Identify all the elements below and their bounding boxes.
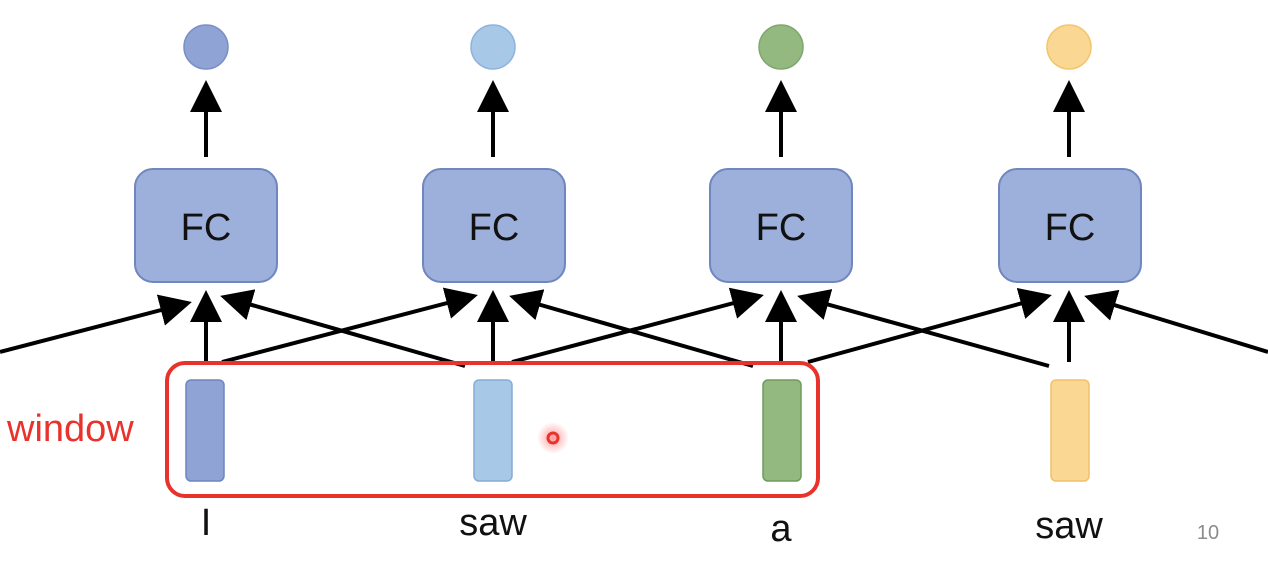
arrow-left-fc1 (0, 294, 192, 354)
arrow-token2-fc1 (220, 289, 466, 368)
window-box (165, 361, 820, 498)
fc-label: FC (181, 207, 232, 249)
output-node-1 (183, 24, 229, 70)
arrow-token3-fc4 (807, 287, 1052, 364)
fc-block-1: FC (134, 168, 278, 283)
token-vector-3 (762, 379, 802, 482)
output-node-3 (758, 24, 804, 70)
arrow-right-fc4 (1084, 289, 1268, 354)
arrow-token2-fc3 (511, 287, 764, 364)
fc-block-2: FC (422, 168, 566, 283)
fc-block-4: FC (998, 168, 1142, 283)
word-label-1: I (201, 502, 212, 544)
output-node-4 (1046, 24, 1092, 70)
word-label-2: saw (459, 502, 527, 544)
arrow-token1-fc2 (221, 287, 478, 364)
fc-label: FC (1045, 207, 1096, 249)
token-vector-1 (185, 379, 225, 482)
word-label-4: saw (1035, 505, 1103, 547)
page-number: 10 (1197, 522, 1219, 544)
pointer-glow (537, 422, 569, 454)
token-vector-2 (473, 379, 513, 482)
pointer-dot-icon (546, 431, 560, 445)
output-node-2 (470, 24, 516, 70)
fc-label: FC (756, 207, 807, 249)
fc-label: FC (469, 207, 520, 249)
token-vector-4 (1050, 379, 1090, 482)
arrow-token3-fc2 (509, 289, 754, 368)
window-label: window (6, 408, 134, 450)
word-label-3: a (770, 508, 792, 550)
arrow-token4-fc3 (797, 289, 1050, 368)
fc-block-3: FC (709, 168, 853, 283)
